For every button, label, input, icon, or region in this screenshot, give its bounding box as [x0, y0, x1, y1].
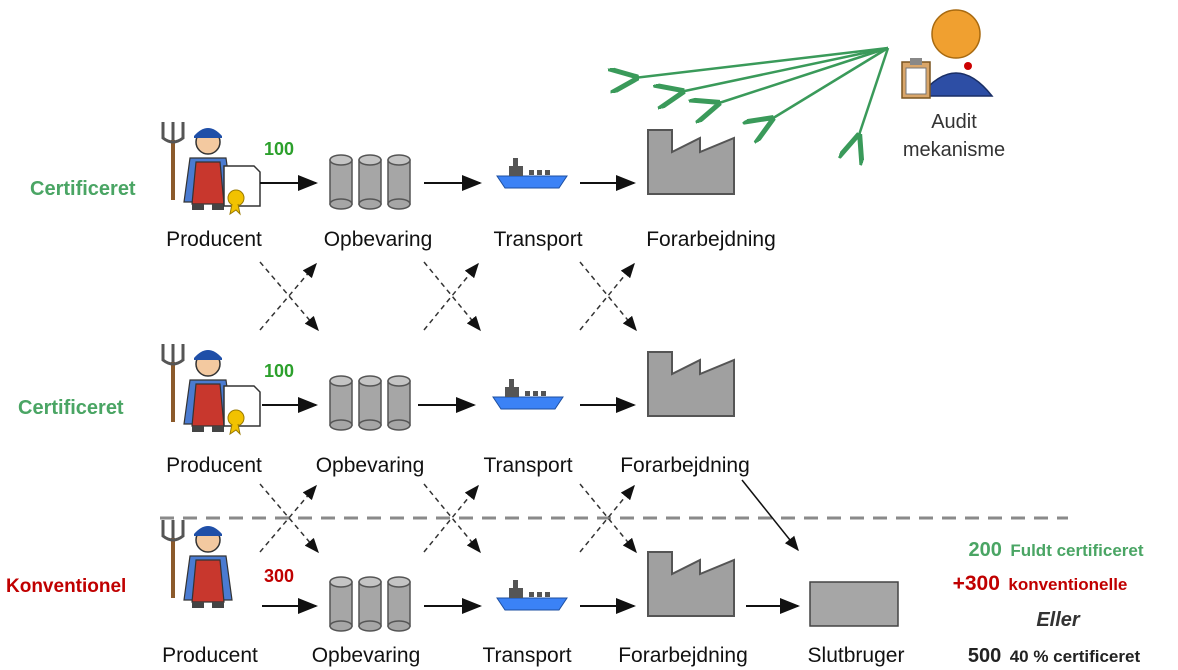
- row-1: Certificeret 100 Producent Opbevaring Tr…: [30, 120, 776, 251]
- audit-arrow: [716, 46, 889, 104]
- row1-label-forarbejdning: Forarbejdning: [646, 228, 776, 251]
- audit-arrow: [770, 46, 889, 120]
- row2-status-label: Certificeret: [18, 397, 124, 419]
- summary-line-1: 200 Fuldt certificeret: [968, 539, 1143, 561]
- storage-icon: [329, 154, 411, 210]
- farmer-icon: [161, 518, 234, 610]
- row1-status-label: Certificeret: [30, 178, 136, 200]
- farmer-icon: [161, 342, 234, 434]
- cross-arrows-1-2: [259, 261, 637, 332]
- summary-line3: Eller: [1036, 609, 1081, 631]
- row2-label-opbevaring: Opbevaring: [316, 454, 425, 477]
- summary-line-2: +300 konventionelle: [953, 572, 1128, 595]
- summary-line4-text: 40 % certificeret: [1010, 647, 1141, 666]
- audit-arrows: [634, 46, 890, 138]
- row3-status-label: Konventionel: [6, 576, 126, 597]
- row3-label-producent: Producent: [162, 644, 258, 667]
- audit-arrow: [680, 46, 889, 92]
- row2-label-forarbejdning: Forarbejdning: [620, 454, 750, 477]
- end-user-box: [809, 581, 899, 627]
- row1-quantity: 100: [264, 139, 294, 159]
- farmer-icon: [161, 120, 234, 212]
- row-2: Certificeret 100 Producent Opbevaring Tr…: [18, 342, 750, 477]
- row1-label-transport: Transport: [493, 228, 582, 251]
- row1-label-opbevaring: Opbevaring: [324, 228, 433, 251]
- audit-label-line1: Audit: [931, 111, 977, 133]
- audit-arrow: [634, 46, 889, 78]
- audit-label-line2: mekanisme: [903, 139, 1005, 161]
- factory-icon: [647, 551, 735, 617]
- auditor-icon: [901, 9, 994, 99]
- summary: 200 Fuldt certificeret +300 konventionel…: [953, 539, 1144, 667]
- factory-icon: [647, 351, 735, 417]
- audit-arrow: [858, 47, 890, 138]
- summary-line2-text: konventionelle: [1008, 575, 1127, 594]
- row3-label-transport: Transport: [482, 644, 571, 667]
- row3-label-opbevaring: Opbevaring: [312, 644, 421, 667]
- row3-label-forarbejdning: Forarbejdning: [618, 644, 748, 667]
- row3-label-slutbruger: Slutbruger: [808, 644, 905, 667]
- ship-icon: [496, 157, 568, 189]
- summary-line-4: 500 40 % certificeret: [968, 645, 1141, 667]
- summary-line2-number: +300: [953, 572, 1000, 595]
- ship-icon: [496, 579, 568, 611]
- row2-label-producent: Producent: [166, 454, 262, 477]
- storage-icon: [329, 375, 411, 431]
- row-3: Konventionel 300 Producent Opbevaring Tr…: [6, 518, 905, 667]
- summary-line4-number: 500: [968, 645, 1001, 667]
- summary-line1-text: Fuldt certificeret: [1010, 541, 1144, 560]
- cross-arrows-2-3: [259, 483, 637, 554]
- certificate-icon: [223, 385, 261, 435]
- row3-quantity: 300: [264, 566, 294, 586]
- row1-label-producent: Producent: [166, 228, 262, 251]
- row2-quantity: 100: [264, 361, 294, 381]
- summary-line1-number: 200: [968, 539, 1001, 561]
- arrow-to-slutbruger: [741, 479, 799, 552]
- certificate-icon: [223, 165, 261, 215]
- row2-label-transport: Transport: [483, 454, 572, 477]
- ship-icon: [492, 378, 564, 410]
- storage-icon: [329, 576, 411, 632]
- factory-icon: [647, 129, 735, 195]
